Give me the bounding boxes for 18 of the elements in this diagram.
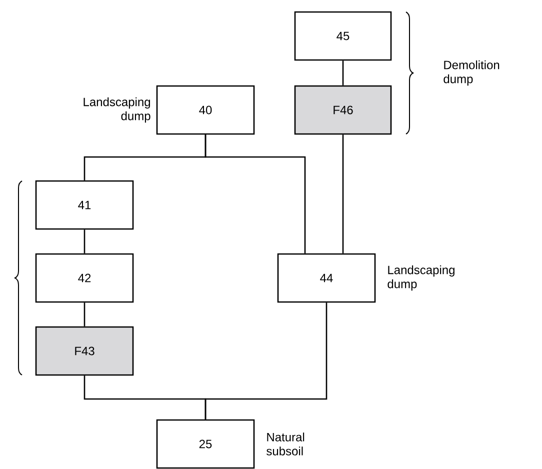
- connector-line: [84, 302, 86, 326]
- process-box: 40: [156, 85, 255, 135]
- process-box: 41: [35, 180, 134, 230]
- process-box: 44: [277, 253, 376, 303]
- connector-line: [342, 60, 344, 86]
- process-box: 45: [294, 11, 392, 61]
- connector-line: [204, 134, 306, 254]
- process-box: 42: [35, 253, 134, 303]
- side-label: Natural subsoil: [266, 432, 304, 456]
- side-label: Landscaping dump: [388, 265, 454, 291]
- process-box: F46: [294, 85, 392, 135]
- process-box: F43: [35, 326, 134, 376]
- connector-line: [342, 134, 344, 254]
- connector-line: [84, 230, 86, 254]
- process-box: 25: [156, 419, 255, 469]
- side-label: Landscaping dump: [84, 97, 150, 123]
- group-label: Demolition dump: [444, 60, 500, 86]
- connector-line: [204, 302, 328, 420]
